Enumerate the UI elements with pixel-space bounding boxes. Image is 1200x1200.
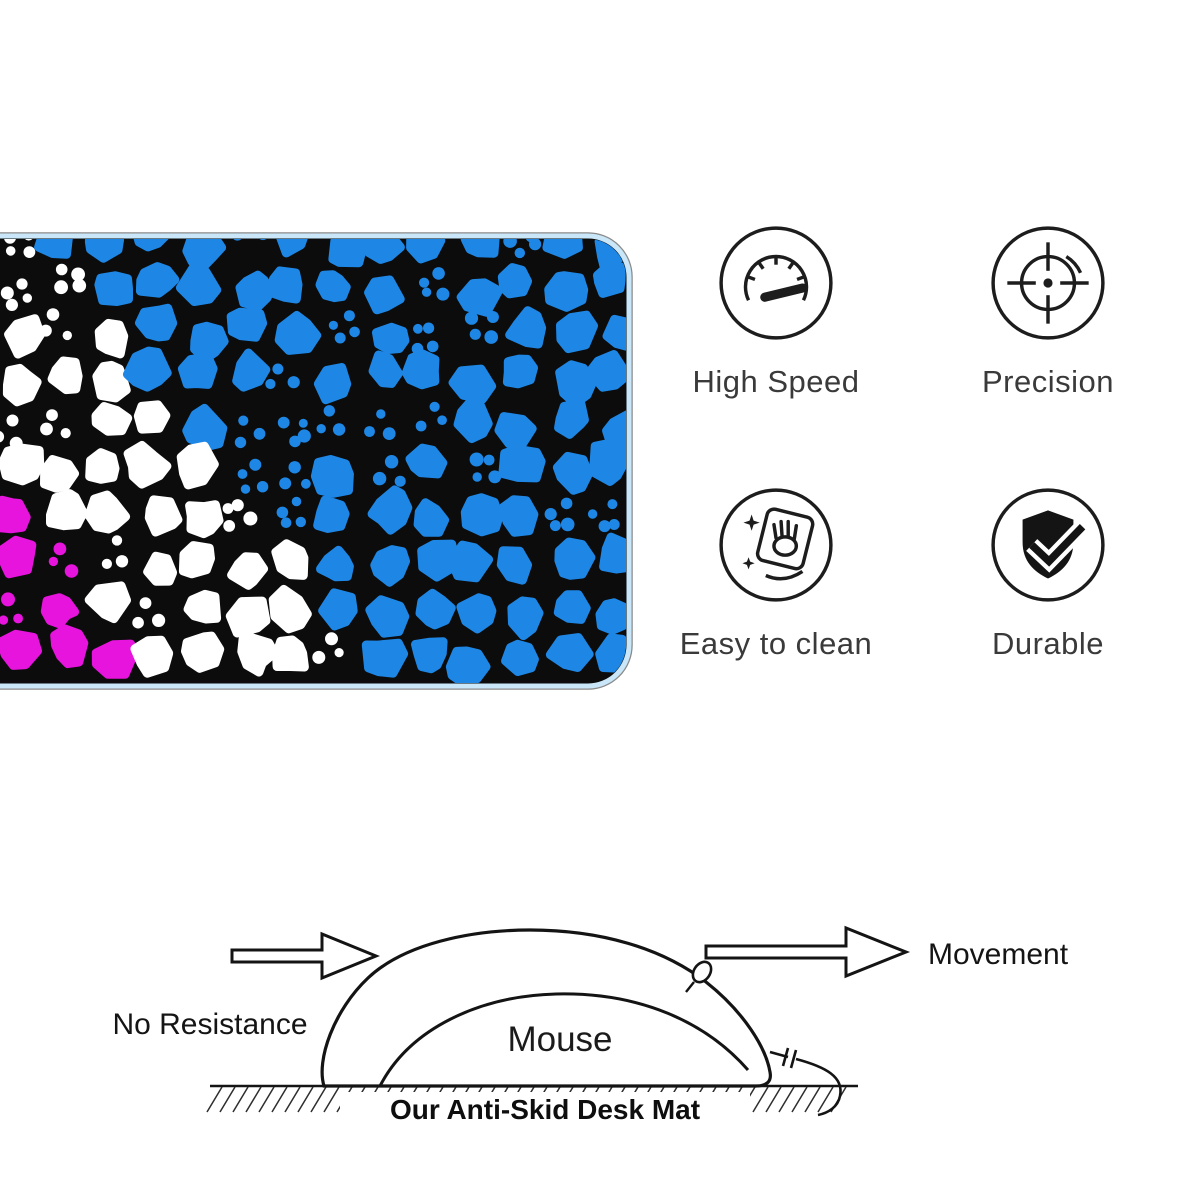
wiping-hand-icon xyxy=(715,484,837,606)
feature-easy-clean: Easy to clean xyxy=(640,484,912,662)
crosshair-icon xyxy=(987,222,1109,344)
mat-pebble-pattern xyxy=(0,239,626,683)
shield-check-icon xyxy=(987,484,1109,606)
mouse-scroll-stem xyxy=(685,981,695,993)
mouse-label: Mouse xyxy=(507,1020,613,1059)
cable-plug-tick-2 xyxy=(789,1049,798,1069)
feature-label-precision: Precision xyxy=(982,364,1114,399)
no-resistance-label: No Resistance xyxy=(112,1008,308,1041)
mouse-cable xyxy=(769,1050,842,1117)
movement-label: Movement xyxy=(928,938,1069,971)
speedometer-icon xyxy=(715,222,837,344)
mouse-outline xyxy=(320,928,772,1088)
movement-arrow xyxy=(704,925,911,979)
ground-label: Our Anti-Skid Desk Mat xyxy=(340,1092,750,1128)
feature-label-high-speed: High Speed xyxy=(692,364,860,399)
feature-label-easy-clean: Easy to clean xyxy=(679,626,873,661)
cable-plug-tick-1 xyxy=(781,1047,790,1067)
desk-mat-preview xyxy=(0,232,633,690)
feature-label-durable: Durable xyxy=(991,626,1105,661)
mouse-shell-line xyxy=(378,992,750,1087)
mat-stitched-edge xyxy=(0,233,632,689)
mouse-scroll-wheel xyxy=(691,960,713,984)
feature-precision: Precision xyxy=(912,222,1184,400)
feature-durable: Durable xyxy=(912,484,1184,662)
no-resistance-arrow xyxy=(230,931,380,981)
feature-grid: High Speed Precision xyxy=(640,222,1185,662)
feature-high-speed: High Speed xyxy=(640,222,912,400)
